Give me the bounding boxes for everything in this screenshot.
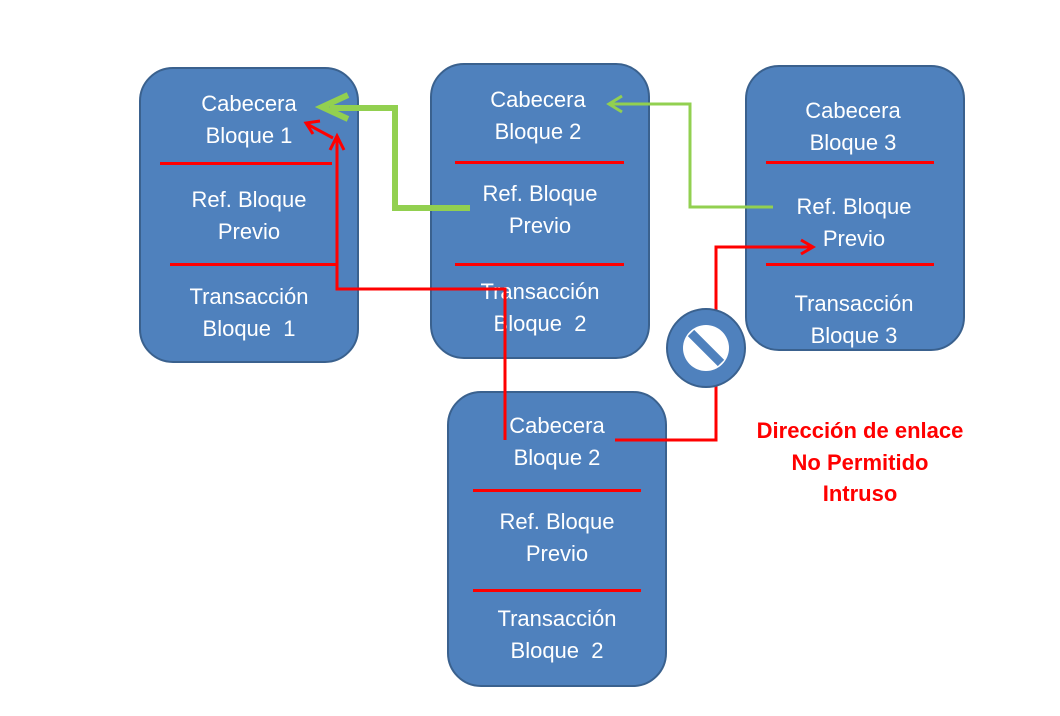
block-3 bbox=[745, 65, 965, 351]
intruder-block-separator-top bbox=[473, 489, 641, 492]
intruder-block-prev-ref: Ref. Bloque Previo bbox=[499, 509, 615, 566]
block-1-header: Cabecera Bloque 1 bbox=[201, 91, 297, 148]
block-1-separator-top bbox=[160, 162, 332, 165]
block-1-transaction: Transacción Bloque 1 bbox=[189, 284, 309, 341]
intruder-block-header: Cabecera Bloque 2 bbox=[509, 413, 605, 470]
block-2-header: Cabecera Bloque 2 bbox=[490, 87, 586, 144]
valid-link-b2-to-b1 bbox=[314, 92, 470, 211]
block-2-transaction: Transacción Bloque 2 bbox=[480, 279, 600, 336]
block-1-separator-bottom bbox=[170, 263, 338, 266]
intruder-block-separator-bottom bbox=[473, 589, 641, 592]
block-3-prev-ref: Ref. Bloque Previo bbox=[796, 194, 912, 251]
no-entry-icon bbox=[666, 308, 746, 388]
block-2-separator-top bbox=[455, 161, 624, 164]
valid-link-b3-to-b2 bbox=[606, 94, 773, 209]
invalid-link-intruder-to-b1 bbox=[303, 119, 507, 440]
warning-line-1: Dirección de enlace bbox=[756, 418, 964, 443]
block-3-separator-top bbox=[766, 161, 934, 164]
block-1 bbox=[139, 67, 359, 363]
warning-line-3: Intruso bbox=[822, 481, 898, 506]
block-3-transaction: Transacción Bloque 3 bbox=[794, 291, 914, 348]
intruder-block-transaction: Transacción Bloque 2 bbox=[497, 606, 617, 663]
warning-line-2: No Permitido bbox=[791, 450, 929, 475]
block-2-separator-bottom bbox=[455, 263, 624, 266]
block-3-separator-bottom bbox=[766, 263, 934, 266]
block-2-prev-ref: Ref. Bloque Previo bbox=[482, 181, 598, 238]
block-3-header: Cabecera Bloque 3 bbox=[805, 98, 901, 155]
block-1-prev-ref: Ref. Bloque Previo bbox=[191, 187, 307, 244]
